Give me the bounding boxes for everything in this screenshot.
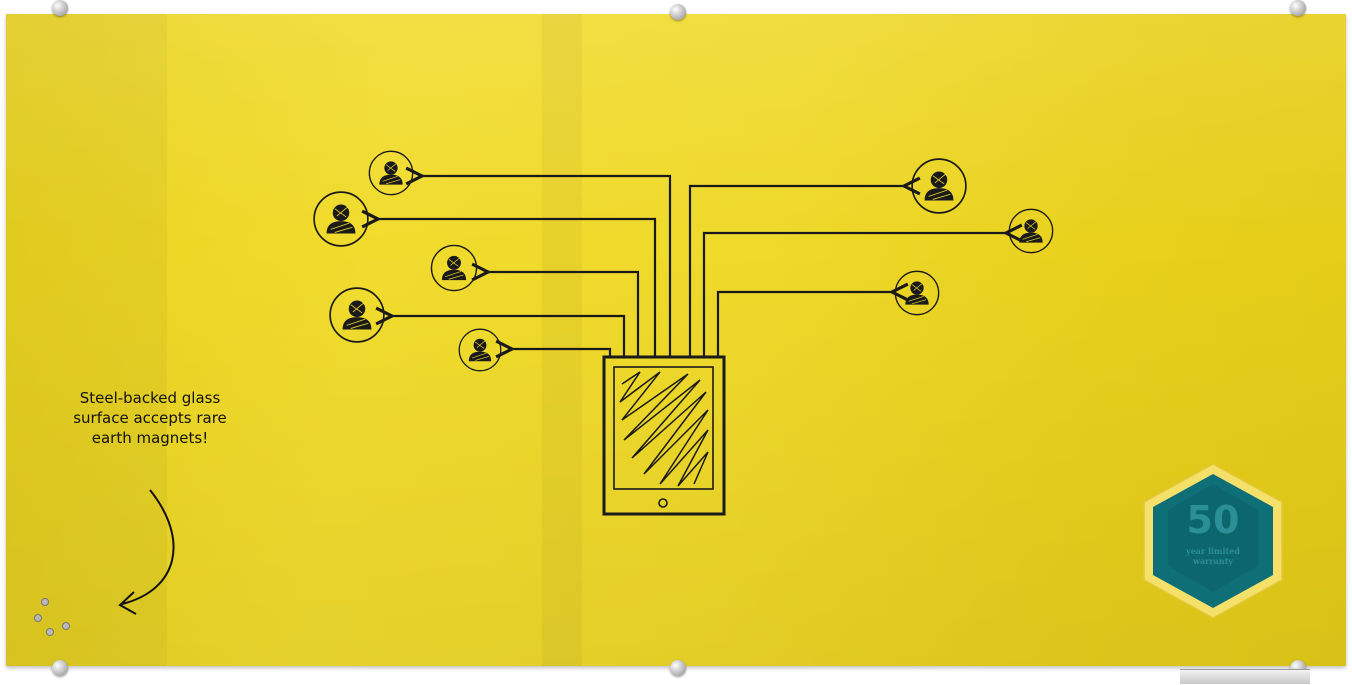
magnet-annotation: Steel-backed glass surface accepts rare … (40, 388, 260, 448)
connector-left-5 (512, 349, 610, 356)
annotation-arrow (120, 490, 174, 614)
right-connectors (690, 186, 1006, 356)
connector-right-1 (690, 186, 904, 356)
user-icon-right-1 (912, 159, 966, 213)
badge-number: 50 (1140, 498, 1286, 542)
user-icon-left-1 (369, 151, 412, 194)
user-icon-left-5 (459, 329, 501, 371)
left-connectors (378, 176, 670, 356)
user-icon-left-4 (330, 288, 384, 342)
annotation-line-2: surface accepts rare (40, 408, 260, 428)
user-icon-right-3 (895, 271, 938, 314)
user-icon-left-3 (431, 245, 476, 290)
tablet-screen-scribble (620, 372, 708, 486)
connector-left-2 (378, 219, 655, 356)
connector-right-3 (718, 292, 892, 356)
rare-earth-magnets (35, 599, 70, 636)
annotation-line-1: Steel-backed glass (40, 388, 260, 408)
badge-line-2: warranty (1140, 556, 1286, 566)
user-icon-left-2 (314, 192, 368, 246)
connector-left-3 (488, 272, 638, 356)
tablet-device (604, 357, 724, 514)
connector-right-2 (704, 233, 1006, 356)
user-icon-right-2 (1009, 209, 1052, 252)
badge-line-1: year limited (1140, 546, 1286, 556)
warranty-badge: 50 year limited warranty (1140, 462, 1286, 620)
annotation-line-3: earth magnets! (40, 428, 260, 448)
